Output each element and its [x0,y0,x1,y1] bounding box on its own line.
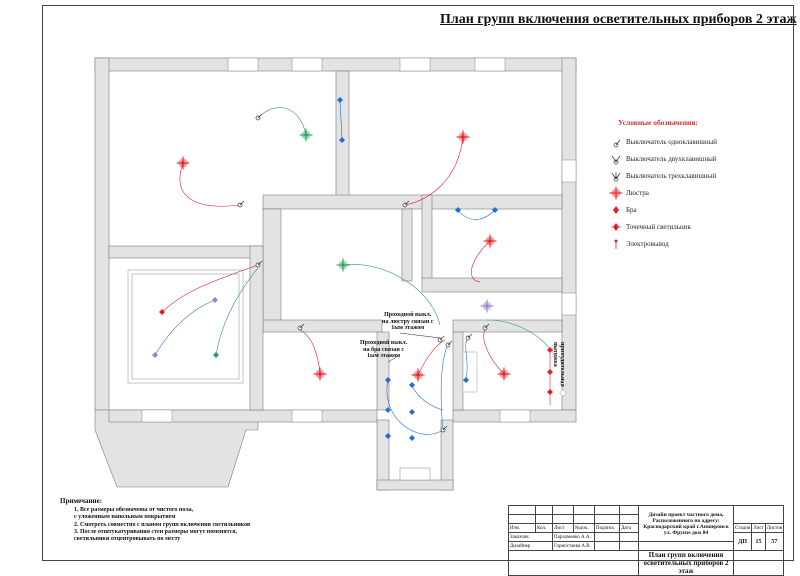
green-group-wiring [215,107,551,356]
stamp-blank [619,514,639,524]
stamp-sheets-header: Листов [764,523,785,533]
ventilation-label: принудительная вытяжка [552,342,566,387]
stamp-blank [638,541,734,551]
callout-sconce-pass-switch: Проходной выкл. на бра связан с 1ым этаж… [360,340,408,359]
title-block: Дизайн проект частного дома, Расположенн… [508,505,785,576]
legend-row-switch-double: Выключатель двухклавишный [608,150,788,167]
outlet-icon [608,237,624,251]
stamp-sheets: 57 [764,532,785,551]
note-line: 1. Все размеры обозначены от чистого пол… [74,507,194,514]
stamp-blank [552,514,574,524]
legend-title: Условные обозначения: [618,118,698,127]
stamp-blank [732,505,785,524]
stamp-stage-header: Стадия [732,523,753,533]
note-line: с уложенным напольным покрытием [74,514,176,521]
bay-window [127,269,244,384]
stamp-blank [619,541,639,551]
note-line: 2. Смотреть совместно с планом групп вкл… [74,521,251,528]
switch-triple-icon [608,169,624,183]
page-title: План групп включения осветительных прибо… [440,12,797,27]
legend: Условные обозначения: Выключатель однокл… [608,118,788,252]
callout-chandelier-pass-switch: Проходной выкл. на люстру связан с 1ым э… [382,312,434,331]
stamp-person: Горностаева А.В. [552,541,595,551]
stamp-blank [619,505,639,515]
switch-single-icon [608,135,624,149]
stamp-blank [508,505,536,515]
stamp-blank [594,514,620,524]
stamp-header: Подпись [594,523,620,533]
walls [94,57,577,491]
stamp-role: Дизайнер [508,541,553,551]
legend-label: Люстра [626,188,649,197]
legend-row-switch-triple: Выключатель трехклавишный [608,167,788,184]
spotlight-icon [608,220,624,234]
stamp-person: Пархоменко А.А. [552,532,595,542]
legend-label: Выключатель двухклавишный [626,154,717,163]
stamp-blank [573,505,595,515]
callout-leaders [387,332,441,363]
stamp-blank [552,505,574,515]
legend-row-outlet: Электровывод [608,235,788,252]
stamp-blank [619,532,639,542]
stamp-blank [573,514,595,524]
stamp-blank [594,532,620,542]
stamp-sheet-header: Лист [751,523,766,533]
notes: Примечание: 1. Все размеры обозначены от… [60,497,290,543]
stamp-header: Кол. [535,523,553,533]
chandelier-icon [608,186,624,200]
stamp-blank [732,550,785,576]
stamp-blank [594,541,620,551]
red-group-wiring [161,136,551,405]
note-line: 3. После отштукатуривания стен размеры м… [74,528,238,535]
stamp-header: Дата [619,523,639,533]
legend-row-chandelier: Люстра [608,184,788,201]
legend-label: Точечный светильник [626,222,691,231]
legend-row-switch-single: Выключатель одноклавишный [608,133,788,150]
legend-label: Бра [626,205,637,214]
note-line: светильники отцентровывать по месту [74,536,181,543]
stamp-role: Заказчик [508,532,553,542]
stamp-header: Лист [552,523,574,533]
stamp-sheet-title: План групп включения осветительных прибо… [638,550,734,576]
spotlights [152,97,553,441]
stamp-blank [535,505,553,515]
stamp-header: №док. [573,523,595,533]
sheet-frame [42,5,794,561]
stamp-header: Изм. [508,523,536,533]
sconce-icon [608,203,624,217]
stamp-blank [508,514,536,524]
legend-row-sconce: Бра [608,201,788,218]
blue-group-wiring [154,99,496,435]
stamp-blank [508,550,639,576]
stamp-project: Дизайн проект частного дома, Расположенн… [638,505,734,542]
legend-label: Выключатель трехклавишный [626,171,717,180]
stamp-sheet: 15 [751,532,766,551]
stamp-blank [594,505,620,515]
notes-heading: Примечание: [60,497,103,505]
stamp-stage: ДП [732,532,753,551]
switch-double-icon [608,152,624,166]
legend-label: Электровывод [626,239,669,248]
legend-row-spotlight: Точечный светильник [608,218,788,235]
legend-label: Выключатель одноклавишный [626,137,718,146]
stamp-blank [535,514,553,524]
window-openings [141,57,577,481]
